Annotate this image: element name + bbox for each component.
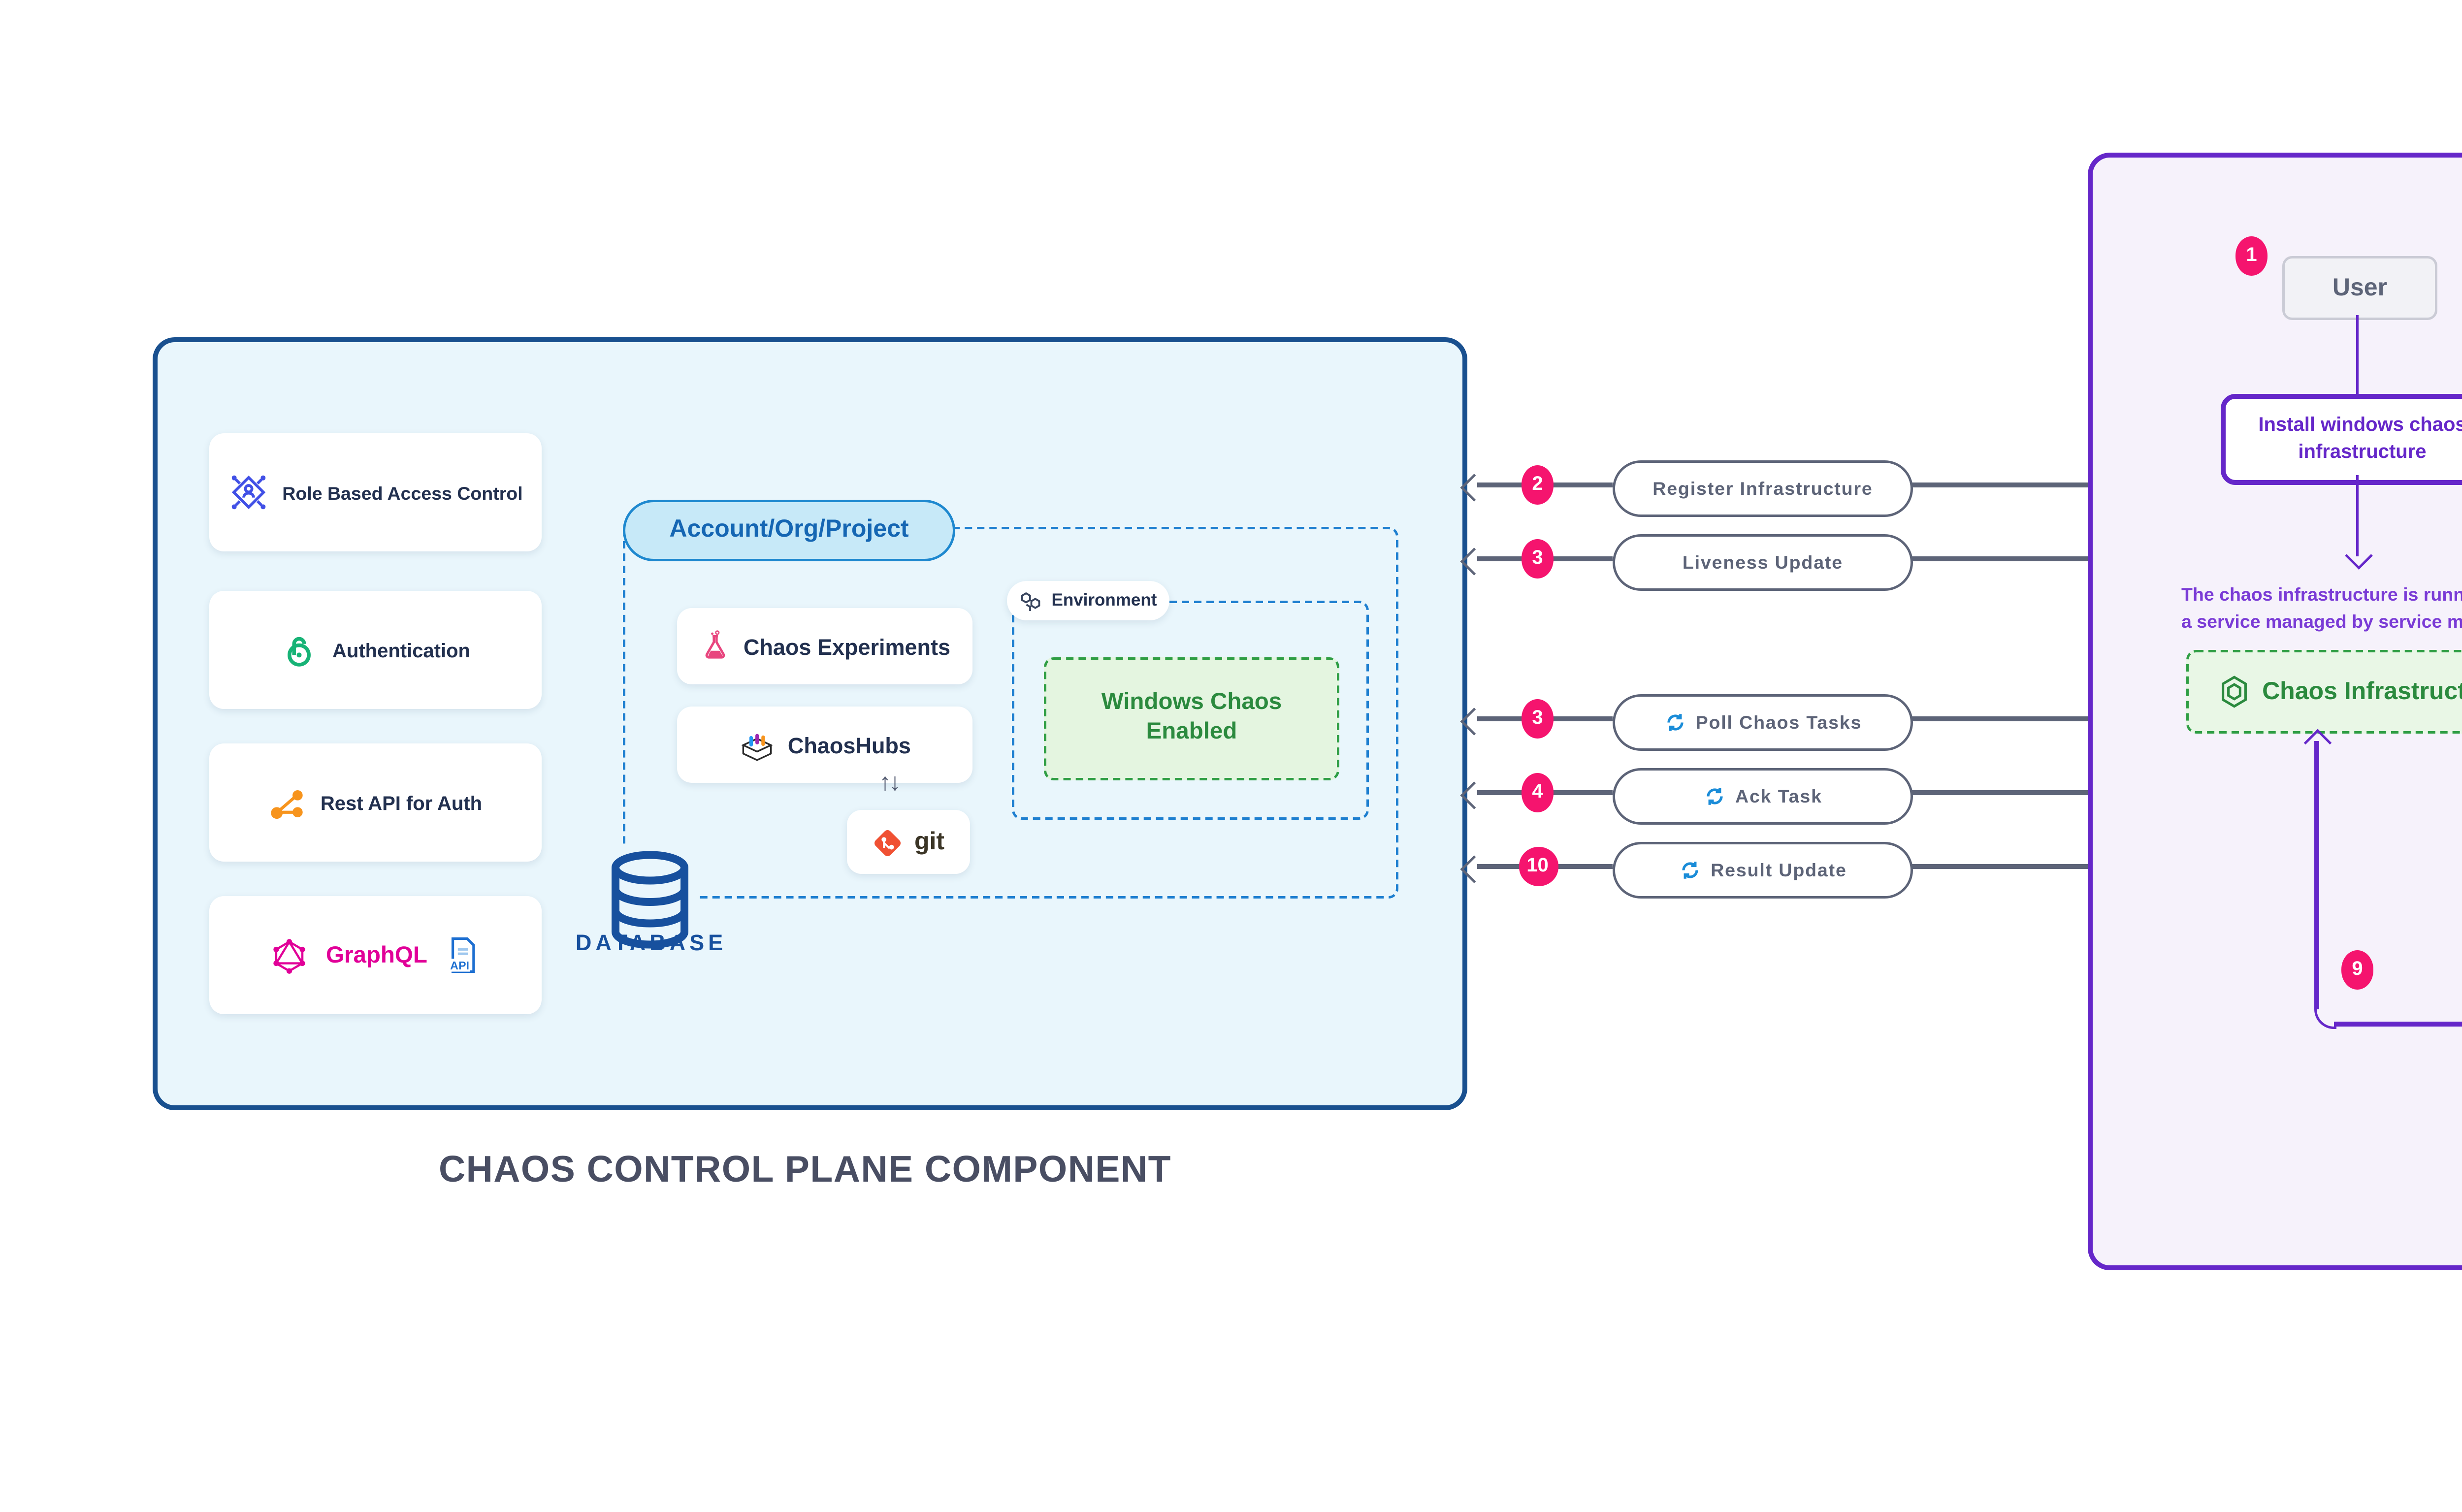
sync-icon: [1703, 784, 1725, 806]
flow-badge-10: 10: [1518, 847, 1557, 885]
card-rbac-label: Role Based Access Control: [282, 481, 523, 504]
git-icon: [873, 826, 905, 858]
badge-9: 9: [2341, 950, 2373, 989]
flask-icon: [699, 629, 731, 664]
card-graphql-label: GraphQL: [326, 941, 427, 969]
connector-user-install: [2355, 315, 2360, 394]
environment-hexagons-icon: [1019, 590, 1044, 612]
flow-label: Ack Task: [1735, 784, 1822, 806]
authentication-icon: [281, 632, 318, 669]
control-plane-title: CHAOS CONTROL PLANE COMPONENT: [438, 1150, 1171, 1191]
connector-install-infra: [2355, 475, 2360, 556]
flow-label: Poll Chaos Tasks: [1695, 710, 1862, 733]
card-chaoshubs: ChaosHubs: [677, 707, 972, 783]
flow-line-right: [1908, 716, 2088, 721]
rest-api-icon: [269, 784, 306, 821]
card-authentication-label: Authentication: [332, 639, 470, 661]
flow-label: Register Infrastructure: [1652, 476, 1873, 499]
account-org-project-pill: Account/Org/Project: [623, 500, 955, 561]
git-sync-arrows: ↑↓: [879, 771, 901, 798]
database-label: DATABASE: [575, 931, 727, 955]
environment-label: Environment: [1051, 592, 1157, 610]
graphql-icon: [272, 937, 309, 974]
sync-icon: [1679, 858, 1701, 880]
flow-label: Result Update: [1711, 858, 1847, 880]
card-graphql: GraphQL API: [209, 896, 542, 1014]
card-rest-api: Rest API for Auth: [209, 743, 542, 862]
environment-container: [1012, 601, 1369, 820]
account-org-project-container: [623, 527, 1398, 899]
chaoshubs-icon: [739, 728, 776, 762]
user-box: User: [2282, 256, 2437, 320]
card-rbac: Role Based Access Control: [209, 433, 542, 551]
flow-pill-register-infrastructure: Register Infrastructure: [1613, 459, 1913, 516]
flow-pill-poll-chaos-tasks: Poll Chaos Tasks: [1613, 693, 1913, 750]
connector-generate-left: [2334, 1022, 2462, 1027]
flow-line-right: [1908, 483, 2088, 487]
flow-pill-ack-task: Ack Task: [1613, 767, 1913, 824]
install-infra-label: Install windows chaos infrastructure: [2258, 413, 2462, 462]
windows-chaos-enabled-label: Windows Chaos Enabled: [1101, 688, 1282, 746]
user-label: User: [2332, 274, 2388, 302]
card-authentication: Authentication: [209, 591, 542, 709]
chaos-infrastructure-box: Chaos Infrastructure: [2186, 650, 2462, 734]
card-chaoshubs-label: ChaosHubs: [787, 732, 911, 757]
database-icon: [603, 847, 697, 953]
api-file-icon: API: [445, 935, 479, 975]
flow-line-right: [1908, 790, 2088, 795]
svg-text:API: API: [449, 959, 468, 972]
chaos-infra-hexagon-icon: [2218, 675, 2250, 709]
environment-pill: Environment: [1007, 581, 1169, 620]
sync-icon: [1664, 710, 1686, 733]
flow-badge-3: 3: [1522, 539, 1554, 578]
connector-up-to-infra: [2315, 741, 2320, 1008]
flow-badge-3: 3: [1522, 699, 1554, 738]
card-chaos-experiments-label: Chaos Experiments: [743, 634, 951, 659]
flow-badge-2: 2: [1522, 465, 1554, 504]
flow-pill-liveness-update: Liveness Update: [1613, 533, 1913, 590]
flow-label: Liveness Update: [1682, 550, 1844, 573]
flow-pill-result-update: Result Update: [1613, 840, 1913, 898]
flow-line-right: [1908, 556, 2088, 561]
install-infra-box: Install windows chaos infrastructure: [2221, 394, 2462, 485]
card-rest-api-label: Rest API for Auth: [320, 791, 483, 814]
card-git-label: git: [914, 828, 945, 856]
flow-line-right: [1908, 864, 2088, 869]
badge-1: 1: [2235, 236, 2268, 275]
card-chaos-experiments: Chaos Experiments: [677, 608, 972, 684]
card-git: git: [847, 810, 970, 874]
note-infra-running: The chaos infrastructure is running and …: [2181, 583, 2462, 633]
windows-chaos-enabled-box: Windows Chaos Enabled: [1044, 657, 1339, 780]
chaos-infrastructure-label: Chaos Infrastructure: [2262, 678, 2462, 706]
execution-plane-title: CHAOS EXECUTION PLANE COMPONENT: [2088, 1319, 2462, 1361]
flow-badge-4: 4: [1522, 773, 1554, 811]
rbac-icon: [228, 473, 267, 512]
